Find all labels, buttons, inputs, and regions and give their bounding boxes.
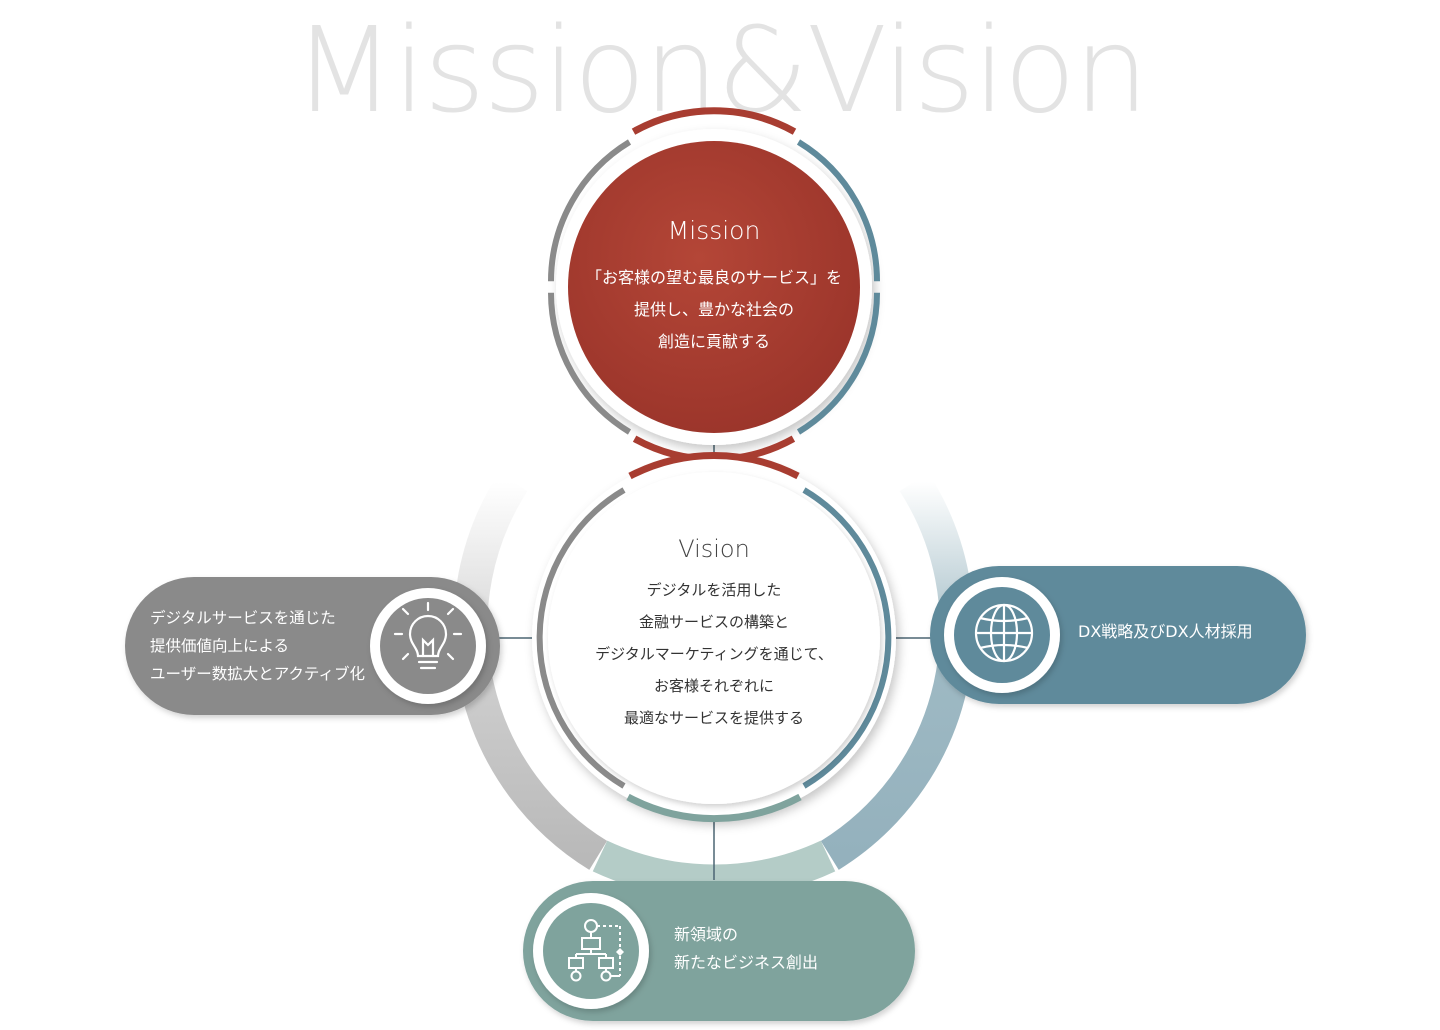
vision-inner-disc — [548, 472, 880, 804]
vision-ring-bottom — [626, 793, 802, 823]
vision-ring-right — [802, 487, 892, 789]
vision-circle — [532, 451, 896, 823]
strategy-new-business — [523, 881, 915, 1021]
user-growth-label: デジタルサービスを通じた 提供価値向上による ユーザー数拡大とアクティブ化 — [150, 604, 370, 688]
new-business-line: 新領域の — [674, 925, 739, 944]
mission-ring-right-lower — [796, 292, 880, 435]
strategy-user-growth — [125, 577, 500, 715]
lightbulb-icon — [393, 601, 463, 670]
vision-line: 最適なサービスを提供する — [623, 709, 804, 727]
mission-ring-top — [631, 107, 797, 135]
mission-line: 提供し、豊かな社会の — [633, 300, 794, 319]
flowchart-icon — [568, 919, 624, 982]
mission-circle — [548, 107, 880, 463]
vision-line: お客様それぞれに — [653, 677, 774, 695]
mission-ring-left-lower — [548, 292, 632, 435]
vision-ring-top — [628, 451, 800, 480]
user-growth-line: ユーザー数拡大とアクティブ化 — [150, 665, 365, 683]
new-business-label: 新領域の 新たなビジネス創出 — [674, 921, 894, 977]
vision-line: デジタルを活用した — [646, 581, 782, 599]
mission-ring-left-upper — [548, 139, 632, 282]
vision-title: Vision — [678, 535, 750, 563]
mission-ring-right-upper — [796, 139, 880, 282]
vision-line: デジタルマーケティングを通じて、 — [595, 645, 833, 663]
mission-inner-disc — [568, 141, 860, 433]
mission-line: 創造に貢献する — [657, 332, 770, 351]
strategy-dx — [930, 566, 1306, 704]
mission-statement: 「お客様の望む最良のサービス」を 提供し、豊かな社会の 創造に貢献する — [564, 262, 864, 358]
outer-ring-right-arc — [820, 472, 974, 870]
page-title: Mission&Vision — [293, 1, 1149, 139]
dx-label: DX戦略及びDX人材採用 — [1078, 618, 1288, 646]
dx-line: DX戦略及びDX人材採用 — [1078, 622, 1253, 641]
mission-line: 「お客様の望む最良のサービス」を — [585, 268, 842, 287]
vision-statement: デジタルを活用した 金融サービスの構築と デジタルマーケティングを通じて、 お客… — [564, 574, 864, 734]
mission-title: Mission — [667, 216, 761, 245]
new-business-line: 新たなビジネス創出 — [674, 953, 819, 972]
vision-ring-left — [536, 487, 626, 789]
user-growth-line: デジタルサービスを通じた — [150, 609, 336, 627]
user-growth-line: 提供価値向上による — [150, 637, 290, 655]
globe-icon — [974, 603, 1034, 663]
vision-line: 金融サービスの構築と — [638, 613, 789, 631]
